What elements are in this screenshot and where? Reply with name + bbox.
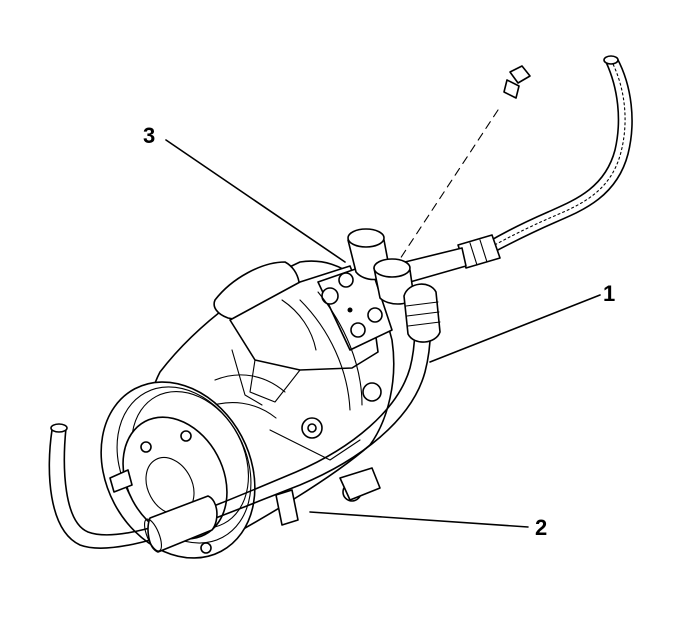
bolt	[397, 65, 531, 263]
refrigerant-hose	[48, 283, 441, 553]
callout-2-leader	[309, 511, 529, 528]
callout-3-label: 3	[143, 123, 155, 148]
callout-1-leader	[429, 294, 601, 363]
callout-1-label: 1	[603, 281, 615, 306]
callout-2-label: 2	[535, 515, 547, 540]
callout-3-leader	[165, 139, 346, 263]
